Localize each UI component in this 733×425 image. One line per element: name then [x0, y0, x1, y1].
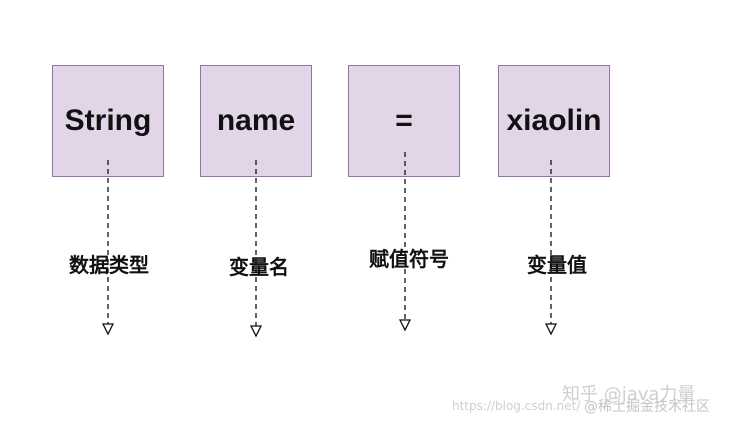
label-value: 变量值 [527, 253, 587, 277]
token-box-value: xiaolin [498, 65, 610, 177]
token-box-type: String [52, 65, 164, 177]
arrowhead-name [249, 325, 263, 338]
arrowhead-type [101, 323, 115, 336]
arrowhead-assign [398, 319, 412, 332]
watermark-juejin: @稀土掘金技术社区 [584, 399, 710, 415]
watermark-csdn: https://blog.csdn.net/ [452, 399, 581, 413]
label-assign: 赋值符号 [369, 247, 449, 271]
arrowhead-value [544, 323, 558, 336]
label-type: 数据类型 [69, 253, 149, 277]
label-name: 变量名 [229, 255, 289, 279]
watermark-zhihu: 知乎 @java力量 [562, 384, 696, 405]
token-box-assign: = [348, 65, 460, 177]
token-box-name: name [200, 65, 312, 177]
